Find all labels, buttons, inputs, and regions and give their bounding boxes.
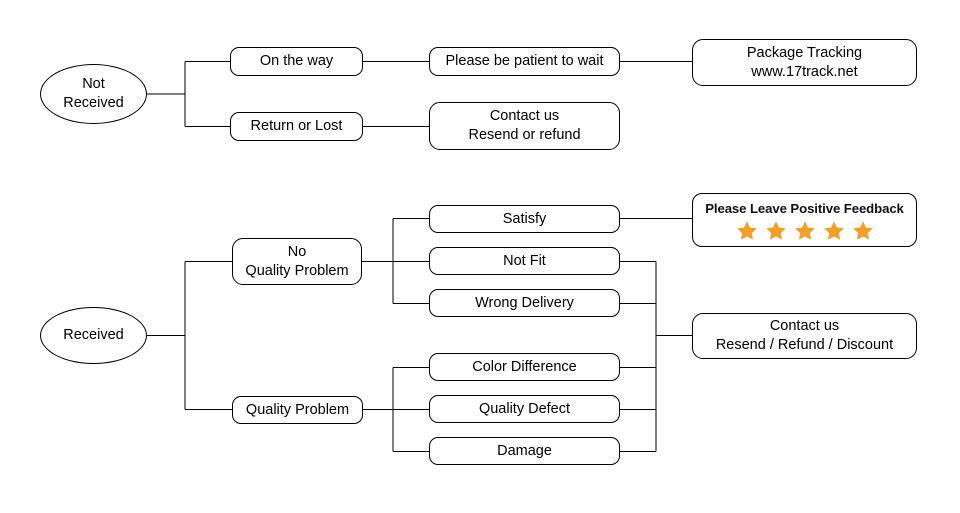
node-wrong-delivery-label: Wrong Delivery <box>475 294 574 311</box>
node-package-tracking-line1: Package Tracking <box>746 44 863 61</box>
node-no-quality-problem-line1: No <box>287 243 307 260</box>
node-on-the-way-label: On the way <box>259 53 334 70</box>
star-icon-3[interactable] <box>794 220 816 241</box>
node-not-fit[interactable]: Not Fit <box>429 247 620 275</box>
node-color-difference-label: Color Difference <box>472 358 577 375</box>
node-package-tracking[interactable]: Package Tracking www.17track.net <box>692 39 917 86</box>
star-rating[interactable] <box>736 220 874 241</box>
feedback-label: Please Leave Positive Feedback <box>705 201 904 217</box>
node-damage[interactable]: Damage <box>429 437 620 465</box>
node-color-difference[interactable]: Color Difference <box>429 353 620 381</box>
node-contact-us-resend-refund[interactable]: Contact us Resend or refund <box>429 102 620 150</box>
node-on-the-way[interactable]: On the way <box>230 47 363 76</box>
star-icon-1[interactable] <box>736 220 758 241</box>
node-not-fit-label: Not Fit <box>503 252 546 269</box>
node-satisfy-label: Satisfy <box>502 210 547 227</box>
node-wrong-delivery[interactable]: Wrong Delivery <box>429 289 620 317</box>
node-not-received-line2: Received <box>63 95 124 111</box>
node-please-be-patient[interactable]: Please be patient to wait <box>429 47 620 76</box>
node-package-tracking-url: www.17track.net <box>751 63 858 80</box>
node-damage-label: Damage <box>497 442 552 459</box>
node-return-or-lost-label: Return or Lost <box>250 118 343 135</box>
node-not-received-line1: Not <box>82 76 105 93</box>
node-quality-defect-label: Quality Defect <box>478 400 571 417</box>
node-received-label: Received <box>63 327 124 344</box>
node-quality-defect[interactable]: Quality Defect <box>429 395 620 423</box>
node-contact-us-line2: Resend or refund <box>468 127 581 143</box>
node-contact-us-discount-line1: Contact us <box>769 318 840 335</box>
node-received[interactable]: Received <box>40 307 147 364</box>
node-quality-problem-label: Quality Problem <box>245 401 350 418</box>
node-not-received[interactable]: Not Received <box>40 64 147 124</box>
node-contact-us-resend-refund-discount[interactable]: Contact us Resend / Refund / Discount <box>692 313 917 359</box>
node-contact-us-discount-line2: Resend / Refund / Discount <box>715 337 894 353</box>
node-satisfy[interactable]: Satisfy <box>429 205 620 233</box>
node-no-quality-problem[interactable]: No Quality Problem <box>232 238 362 285</box>
node-please-be-patient-label: Please be patient to wait <box>445 53 604 70</box>
node-quality-problem[interactable]: Quality Problem <box>232 396 363 424</box>
star-icon-2[interactable] <box>765 220 787 241</box>
node-leave-positive-feedback[interactable]: Please Leave Positive Feedback <box>692 193 917 247</box>
star-icon-4[interactable] <box>823 220 845 241</box>
node-return-or-lost[interactable]: Return or Lost <box>230 112 363 141</box>
star-icon-5[interactable] <box>852 220 874 241</box>
node-no-quality-problem-line2: Quality Problem <box>245 262 349 279</box>
node-contact-us-line1: Contact us <box>489 108 560 125</box>
